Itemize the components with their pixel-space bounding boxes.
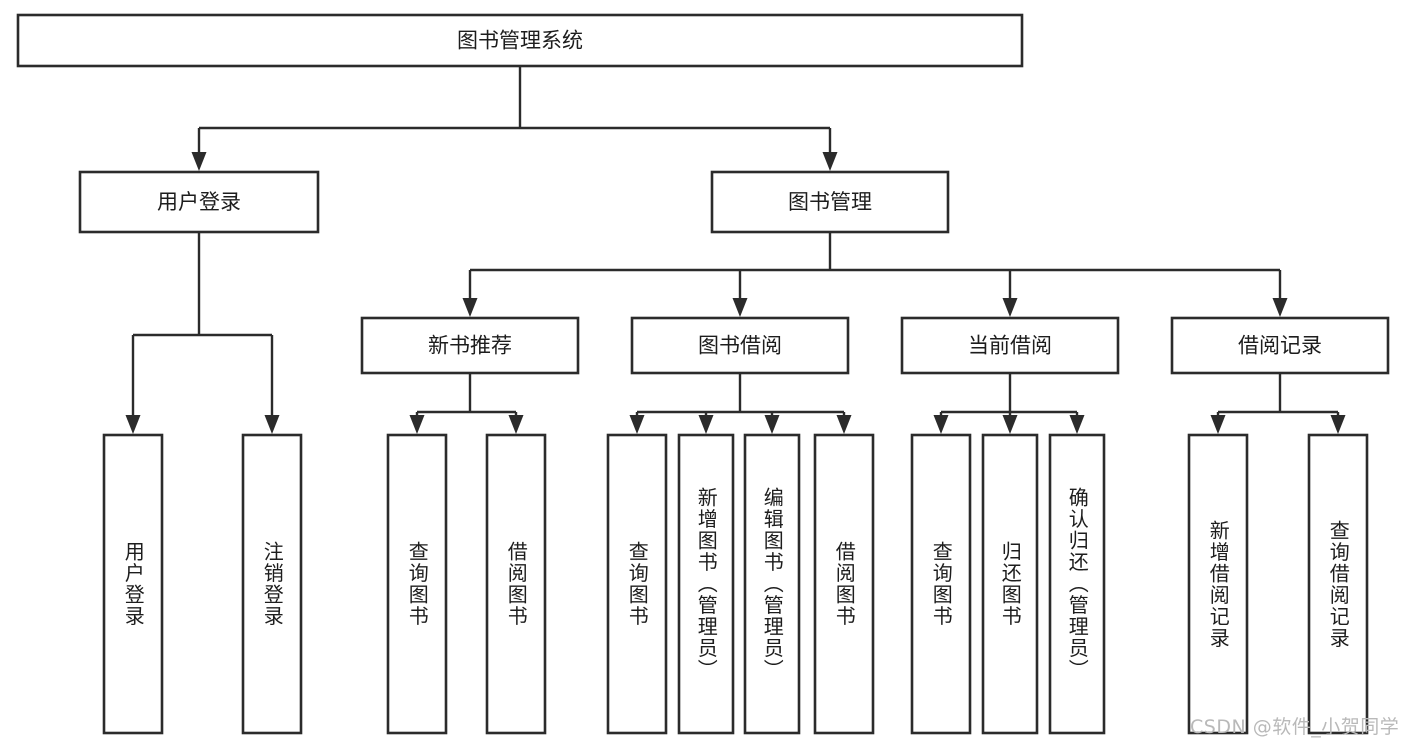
leaf-node-7-label-wrap: 借阅图书 xyxy=(815,435,873,733)
level1-node-1-box xyxy=(710,170,950,234)
arrow-down-icon-l2-0 xyxy=(462,298,478,317)
level2-node-1-box xyxy=(630,316,850,375)
leaf-node-10-label-wrap: 确认归还（管理员） xyxy=(1050,435,1104,733)
node-boxes xyxy=(16,13,1390,735)
leaf-node-4-label-wrap: 查询图书 xyxy=(608,435,666,733)
leaf-node-5-box xyxy=(677,433,735,735)
arrow-down-icon-leaf-2-3 xyxy=(836,415,852,434)
leaf-node-10-box xyxy=(1048,433,1106,735)
leaf-node-4-box xyxy=(606,433,668,735)
level1-node-0-label: 用户登录 xyxy=(157,190,241,214)
arrow-down-icon-leaf-2-2 xyxy=(764,415,780,434)
arrow-down-icon-l2-3 xyxy=(1272,298,1288,317)
leaf-node-0-label: 用户登录 xyxy=(121,541,146,627)
arrow-down-icon-l1-1 xyxy=(822,152,838,171)
arrow-down-icon-leaf-2-1 xyxy=(698,415,714,434)
leaf-node-8-label: 查询图书 xyxy=(929,541,954,627)
leaf-node-8-box xyxy=(910,433,972,735)
leaf-node-3-box xyxy=(485,433,547,735)
arrow-down-icon-leaf-0-0 xyxy=(125,415,141,434)
leaf-node-9-label-wrap: 归还图书 xyxy=(983,435,1037,733)
csdn-watermark: CSDN @软件_小贺同学 xyxy=(1190,716,1400,738)
leaf-node-3-label-wrap: 借阅图书 xyxy=(487,435,545,733)
leaf-node-2-label-wrap: 查询图书 xyxy=(388,435,446,733)
level2-node-1-label: 图书借阅 xyxy=(698,334,782,358)
arrow-down-icon-leaf-1-1 xyxy=(508,415,524,434)
level2-node-0-label: 新书推荐 xyxy=(428,334,512,358)
leaf-node-5-label: 新增图书（管理员） xyxy=(694,487,719,681)
level2-node-2-box xyxy=(900,316,1120,375)
arrow-down-icon-leaf-3-0 xyxy=(933,415,949,434)
arrow-down-icon-leaf-1-0 xyxy=(409,415,425,434)
leaf-node-0-label-wrap: 用户登录 xyxy=(104,435,162,733)
leaf-node-12-box xyxy=(1307,433,1369,735)
leaf-node-9-box xyxy=(981,433,1039,735)
leaf-node-1-label-wrap: 注销登录 xyxy=(243,435,301,733)
leaf-node-9-label: 归还图书 xyxy=(998,541,1023,627)
arrow-down-icon-l2-2 xyxy=(1002,298,1018,317)
leaf-node-6-label: 编辑图书（管理员） xyxy=(760,487,785,681)
leaf-node-12-label: 查询借阅记录 xyxy=(1326,519,1351,649)
level2-node-0-box xyxy=(360,316,580,375)
leaf-node-5-label-wrap: 新增图书（管理员） xyxy=(679,435,733,733)
leaf-node-11-label: 新增借阅记录 xyxy=(1206,519,1231,649)
arrow-down-icon-l2-1 xyxy=(732,298,748,317)
root-node-box xyxy=(16,13,1024,68)
leaf-node-6-box xyxy=(743,433,801,735)
leaf-node-2-label: 查询图书 xyxy=(405,541,430,627)
arrow-down-icon-leaf-2-0 xyxy=(629,415,645,434)
leaf-node-8-label-wrap: 查询图书 xyxy=(912,435,970,733)
leaf-node-6-label-wrap: 编辑图书（管理员） xyxy=(745,435,799,733)
level1-node-1-label: 图书管理 xyxy=(788,190,872,214)
arrow-down-icon-leaf-3-1 xyxy=(1002,415,1018,434)
leaf-node-7-label: 借阅图书 xyxy=(832,541,857,627)
leaf-node-12-label-wrap: 查询借阅记录 xyxy=(1309,435,1367,733)
leaf-node-0-box xyxy=(102,433,164,735)
arrow-down-icon-leaf-3-2 xyxy=(1069,415,1085,434)
level2-node-3-label: 借阅记录 xyxy=(1238,334,1322,358)
root-node-label: 图书管理系统 xyxy=(457,29,583,53)
leaf-node-11-label-wrap: 新增借阅记录 xyxy=(1189,435,1247,733)
connector-lines xyxy=(125,66,1346,434)
leaf-node-2-box xyxy=(386,433,448,735)
arrow-down-icon-l1-0 xyxy=(191,152,207,171)
level2-node-2-label: 当前借阅 xyxy=(968,334,1052,358)
leaf-node-10-label: 确认归还（管理员） xyxy=(1065,487,1090,681)
leaf-node-4-label: 查询图书 xyxy=(625,541,650,627)
leaf-node-1-label: 注销登录 xyxy=(260,541,285,627)
leaf-node-7-box xyxy=(813,433,875,735)
leaf-node-3-label: 借阅图书 xyxy=(504,541,529,627)
level2-node-3-box xyxy=(1170,316,1390,375)
leaf-node-1-box xyxy=(241,433,303,735)
level1-node-0-box xyxy=(78,170,320,234)
leaf-node-11-box xyxy=(1187,433,1249,735)
arrow-down-icon-leaf-4-0 xyxy=(1210,415,1226,434)
arrow-down-icon-leaf-4-1 xyxy=(1330,415,1346,434)
arrow-down-icon-leaf-0-1 xyxy=(264,415,280,434)
